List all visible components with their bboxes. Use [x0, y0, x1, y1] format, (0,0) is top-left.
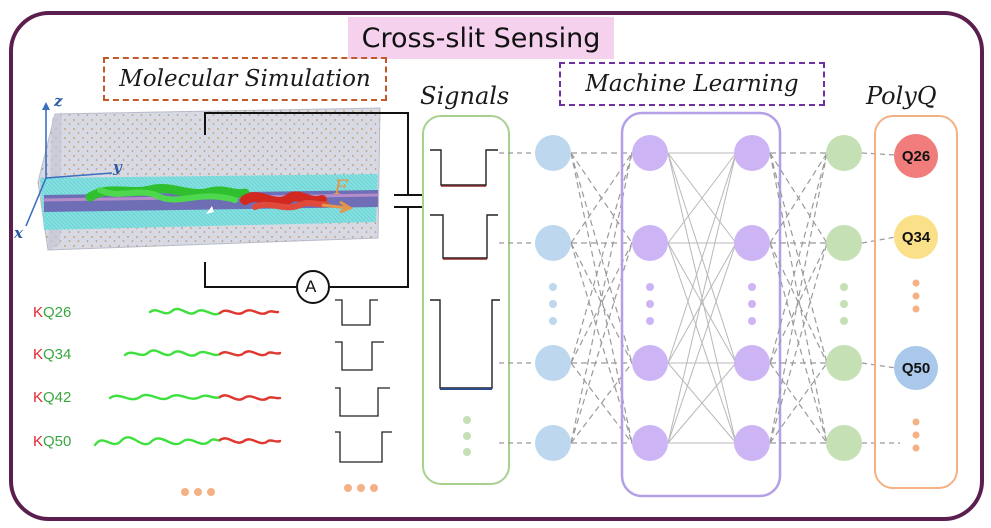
machine-learning-label: Machine Learning: [559, 62, 825, 106]
force-arrow: [321, 200, 354, 214]
polyq-output-q34: Q34: [894, 215, 938, 259]
z-axis-label: z: [54, 92, 63, 110]
y-axis-label: y: [113, 158, 122, 176]
output-polyq-links: [861, 152, 900, 444]
hidden-output-links: [769, 152, 828, 444]
sequence-label-kq34: KQ34: [33, 346, 72, 363]
simulation-box: [37, 107, 381, 251]
signals-ellipsis: [463, 416, 471, 456]
ammeter-label: A: [305, 277, 317, 296]
signals-label: Signals: [420, 82, 510, 110]
polyq-label: PolyQ: [866, 82, 937, 110]
input-layer: [535, 135, 571, 461]
small-current-traces: [335, 299, 392, 463]
figure-title: Cross-slit Sensing: [348, 17, 614, 59]
hidden-links: [667, 152, 737, 444]
outer-frame: [9, 11, 984, 521]
ammeter: [296, 270, 330, 304]
x-axis-label: x: [14, 224, 23, 242]
axis-indicator: [25, 102, 113, 227]
force-label: F: [334, 175, 348, 199]
sequence-label-kq42: KQ42: [33, 389, 72, 406]
white-arrow-marker: [206, 206, 214, 214]
hidden-layer-2: [734, 135, 770, 461]
electric-circuit: [204, 112, 422, 288]
sequence-label-kq26: KQ26: [33, 304, 72, 321]
sequence-label-kq50: KQ50: [33, 433, 72, 450]
trace-ellipsis: [344, 484, 378, 492]
red-chain-cluster: [240, 191, 329, 211]
sequence-ellipsis: [181, 488, 215, 496]
output-layer: [826, 135, 862, 461]
polymer-chains: [93, 307, 282, 447]
green-chain-cluster: [85, 184, 250, 203]
molecular-simulation-label: Molecular Simulation: [103, 57, 387, 101]
polyq-panel: [874, 115, 958, 489]
hidden-layer-1: [632, 135, 668, 461]
signal-input-links: [499, 152, 536, 444]
polyq-ellipsis: [912, 279, 920, 452]
polyq-output-q26: Q26: [894, 134, 938, 178]
ml-panel: [620, 111, 782, 498]
signals-panel: [422, 115, 510, 485]
polyq-output-q50: Q50: [894, 346, 938, 390]
